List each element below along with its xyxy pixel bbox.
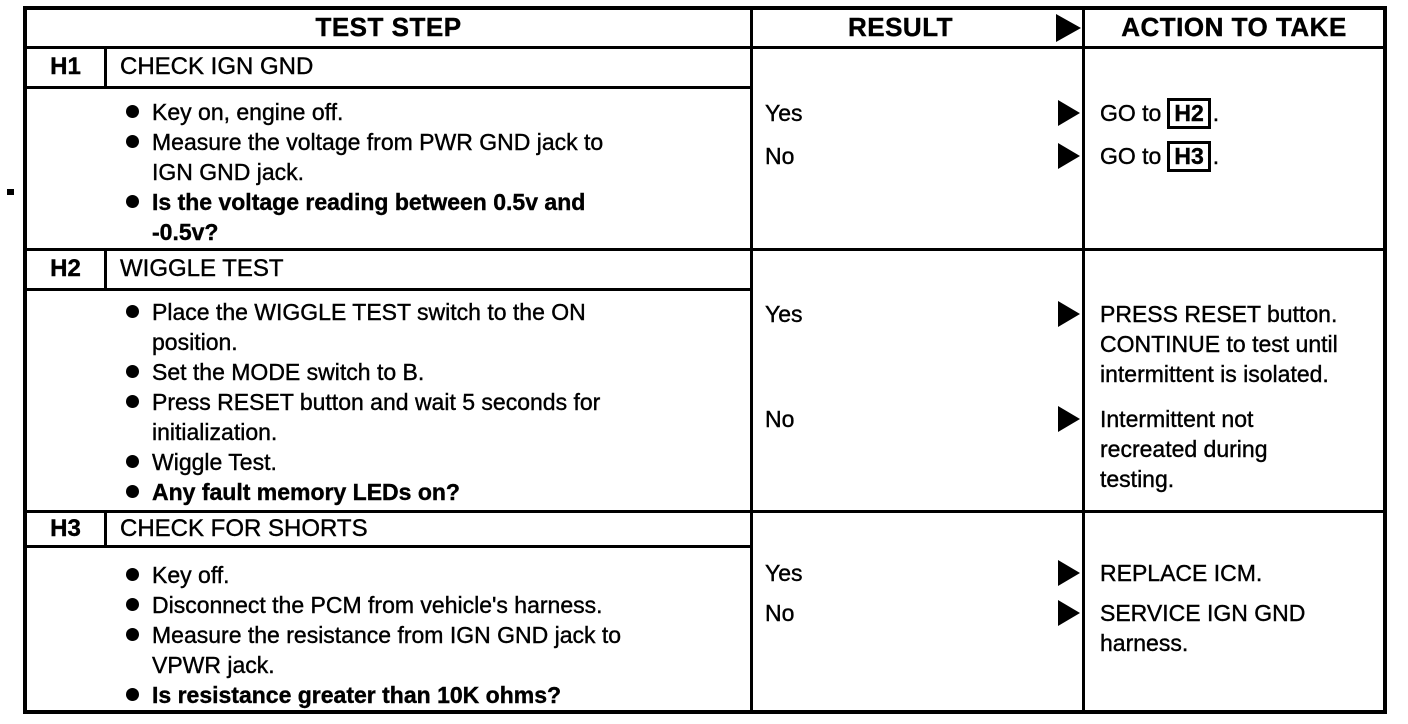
bullet-item-question: Is the voltage reading between 0.5v and … bbox=[27, 187, 750, 247]
step-title: WIGGLE TEST bbox=[120, 255, 284, 283]
step-ref-box: H3 bbox=[1167, 140, 1211, 172]
step-title: CHECK FOR SHORTS bbox=[120, 515, 368, 542]
header-test-step: TEST STEP bbox=[27, 10, 753, 46]
h2-result-cell: Yes No bbox=[753, 250, 1085, 510]
bullet-item: Disconnect the PCM from vehicle's harnes… bbox=[27, 590, 750, 620]
result-row: Yes bbox=[765, 560, 1080, 586]
action-row: Intermittent not recreated during testin… bbox=[1100, 404, 1379, 494]
bullet-item: Press RESET button and wait 5 seconds fo… bbox=[27, 387, 750, 447]
result-row: No bbox=[765, 142, 1080, 169]
result-label: No bbox=[765, 142, 795, 169]
action-text: recreated during bbox=[1100, 435, 1268, 462]
result-label: No bbox=[765, 405, 795, 432]
result-row: No bbox=[765, 600, 1080, 626]
action-text: SERVICE IGN GND bbox=[1100, 600, 1306, 626]
pinpoint-test-table: TEST STEP RESULT ACTION TO TAKE H1 CHECK… bbox=[23, 6, 1387, 714]
result-label: Yes bbox=[765, 99, 803, 126]
bullet-item: Key off. bbox=[27, 560, 750, 590]
h2-action-cell: PRESS RESET button. CONTINUE to test unt… bbox=[1085, 251, 1383, 510]
header-result: RESULT bbox=[753, 10, 1085, 46]
bullet-item: Measure the resistance from IGN GND jack… bbox=[27, 620, 750, 680]
arrow-right-icon bbox=[1058, 405, 1080, 432]
h3-test-step-cell: H3 CHECK FOR SHORTS Key off. Disconnect … bbox=[27, 513, 753, 710]
bullet-item-question: Is resistance greater than 10K ohms? bbox=[27, 680, 750, 710]
bullet-list: Place the WIGGLE TEST switch to the ON p… bbox=[27, 297, 750, 507]
step-id: H3 bbox=[27, 513, 107, 545]
bullet-list: Key on, engine off. Measure the voltage … bbox=[27, 97, 750, 247]
result-row: Yes bbox=[765, 300, 1080, 327]
bullet-list: Key off. Disconnect the PCM from vehicle… bbox=[27, 560, 750, 710]
action-row: PRESS RESET button. CONTINUE to test unt… bbox=[1100, 299, 1379, 389]
test-step-section-h2: H2 WIGGLE TEST Place the WIGGLE TEST swi… bbox=[27, 250, 1383, 513]
action-row: SERVICE IGN GND harness. bbox=[1100, 598, 1379, 658]
action-text: testing. bbox=[1100, 465, 1175, 492]
bullet-item: Set the MODE switch to B. bbox=[27, 357, 750, 387]
result-label: No bbox=[765, 600, 795, 626]
test-step-section-h1: H1 CHECK IGN GND Key on, engine off. Mea… bbox=[27, 48, 1383, 251]
step-id: H2 bbox=[27, 250, 107, 288]
result-row: No bbox=[765, 405, 1080, 432]
action-text: . bbox=[1212, 99, 1220, 126]
h1-label-row: H1 CHECK IGN GND bbox=[27, 48, 750, 89]
action-text: GO to bbox=[1100, 142, 1162, 169]
arrow-right-icon bbox=[1058, 300, 1080, 327]
h2-label-row: H2 WIGGLE TEST bbox=[27, 250, 750, 291]
h3-action-cell: REPLACE ICM. SERVICE IGN GND harness. bbox=[1085, 513, 1383, 710]
h3-result-cell: Yes No bbox=[753, 513, 1085, 710]
action-text: CONTINUE to test until bbox=[1100, 330, 1338, 357]
h3-label-row: H3 CHECK FOR SHORTS bbox=[27, 513, 750, 548]
h1-result-cell: Yes No bbox=[753, 48, 1085, 248]
action-text: PRESS RESET button. bbox=[1100, 300, 1338, 327]
action-text: REPLACE ICM. bbox=[1100, 560, 1263, 586]
result-label: Yes bbox=[765, 300, 803, 327]
test-step-section-h3: H3 CHECK FOR SHORTS Key off. Disconnect … bbox=[27, 513, 1383, 710]
step-id: H1 bbox=[27, 48, 107, 86]
action-text: harness. bbox=[1100, 630, 1189, 656]
bullet-item-question: Any fault memory LEDs on? bbox=[27, 477, 750, 507]
h2-test-step-cell: H2 WIGGLE TEST Place the WIGGLE TEST swi… bbox=[27, 250, 753, 510]
bullet-item: Place the WIGGLE TEST switch to the ON p… bbox=[27, 297, 750, 357]
h1-instructions: Key on, engine off. Measure the voltage … bbox=[27, 89, 750, 248]
arrow-right-icon bbox=[1058, 99, 1080, 126]
action-text: Intermittent not bbox=[1100, 405, 1254, 432]
h3-instructions: Key off. Disconnect the PCM from vehicle… bbox=[27, 548, 750, 710]
action-text: intermittent is isolated. bbox=[1100, 360, 1329, 387]
result-row: Yes bbox=[765, 99, 1080, 126]
arrow-right-icon bbox=[1058, 142, 1080, 169]
result-label: Yes bbox=[765, 560, 803, 586]
bullet-item: Key on, engine off. bbox=[27, 97, 750, 127]
h1-test-step-cell: H1 CHECK IGN GND Key on, engine off. Mea… bbox=[27, 48, 753, 248]
step-title: CHECK IGN GND bbox=[120, 53, 314, 81]
action-text: . bbox=[1212, 142, 1220, 169]
bullet-item: Wiggle Test. bbox=[27, 447, 750, 477]
arrow-right-icon bbox=[1058, 560, 1080, 586]
ink-speck bbox=[7, 189, 14, 195]
step-ref-box: H2 bbox=[1167, 97, 1211, 129]
action-row: REPLACE ICM. bbox=[1100, 558, 1379, 588]
h2-instructions: Place the WIGGLE TEST switch to the ON p… bbox=[27, 291, 750, 510]
arrow-right-icon bbox=[1056, 13, 1081, 42]
action-text: GO to bbox=[1100, 99, 1162, 126]
header-result-label: RESULT bbox=[847, 12, 954, 43]
header-action-to-take: ACTION TO TAKE bbox=[1121, 12, 1347, 43]
arrow-right-icon bbox=[1058, 600, 1080, 626]
table-header-row: TEST STEP RESULT ACTION TO TAKE bbox=[27, 10, 1383, 49]
bullet-item: Measure the voltage from PWR GND jack to… bbox=[27, 127, 750, 187]
